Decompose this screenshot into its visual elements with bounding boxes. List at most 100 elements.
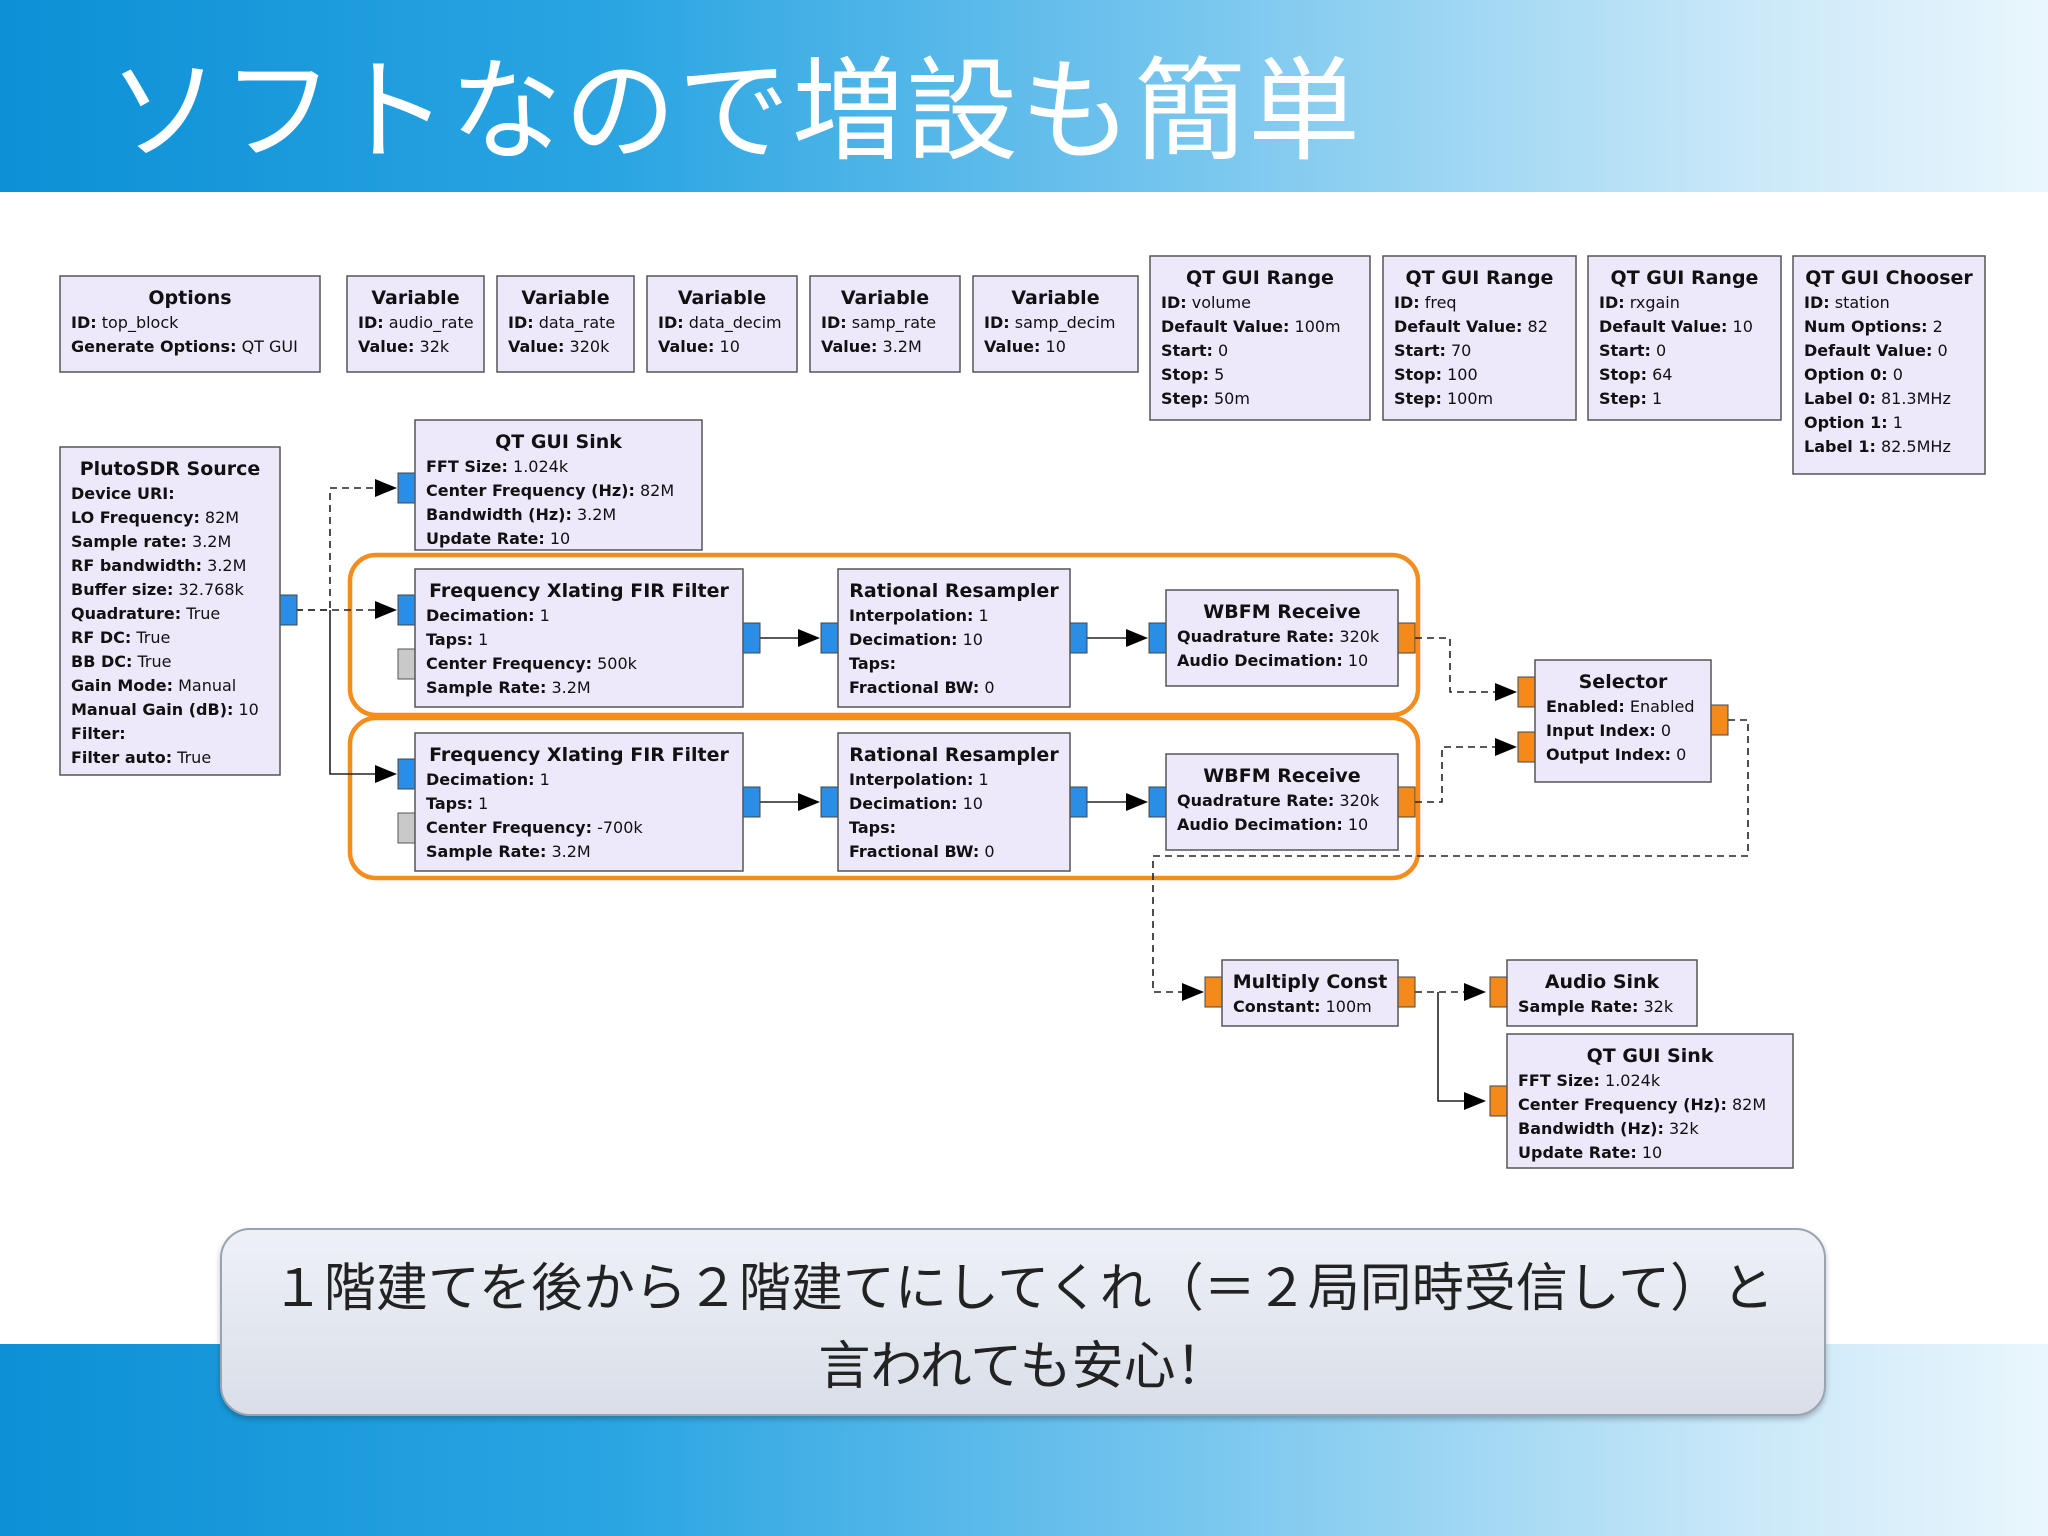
xlating-filter-2-out-port[interactable]: [742, 786, 761, 818]
block-body: [1587, 255, 1782, 421]
selector-in-1-port[interactable]: [1517, 731, 1536, 763]
block-body: [1792, 255, 1986, 475]
block-xlating-filter-2[interactable]: Frequency Xlating FIR FilterDecimation: …: [414, 732, 744, 872]
wbfm-1-out-port[interactable]: [1397, 622, 1416, 654]
block-param: Center Frequency (Hz): 82M: [426, 481, 674, 500]
block-title: Variable: [1011, 287, 1099, 309]
qt-gui-sink-1-in-port[interactable]: [397, 472, 416, 504]
block-param: RF DC: True: [71, 628, 170, 647]
xlating-filter-1-in-port[interactable]: [397, 594, 416, 626]
block-body: [1534, 659, 1712, 783]
wbfm-2-in-port[interactable]: [1148, 786, 1167, 818]
arrow-to-selector-in-1: [1495, 738, 1517, 756]
block-param: FFT Size: 1.024k: [426, 457, 569, 476]
block-body: [1165, 753, 1399, 851]
block-param: Stop: 5: [1161, 365, 1224, 384]
wire-multiply-to-gui-sink-2: [1437, 992, 1466, 1102]
block-param: ID: volume: [1161, 293, 1251, 312]
wbfm-1-in-port[interactable]: [1148, 622, 1167, 654]
arrow-to-wbfm-1: [1126, 629, 1148, 647]
block-param: Value: 3.2M: [821, 337, 922, 356]
block-param: ID: samp_decim: [984, 313, 1115, 333]
block-param: Center Frequency (Hz): 82M: [1518, 1095, 1766, 1114]
selector-out-port[interactable]: [1710, 704, 1729, 736]
block-title: Options: [148, 287, 231, 309]
block-param: Start: 0: [1599, 341, 1666, 360]
block-param: Quadrature: True: [71, 604, 220, 623]
xlating-filter-2-in-port[interactable]: [397, 758, 416, 790]
highlight-rx-path-2: [347, 715, 1421, 881]
xlating-filter-1-out-port[interactable]: [742, 622, 761, 654]
qt-gui-sink-2-in-port[interactable]: [1489, 1085, 1508, 1117]
block-param: Device URI:: [71, 484, 175, 503]
block-param: Start: 0: [1161, 341, 1228, 360]
block-body: [1382, 255, 1577, 421]
resampler-1-out-port[interactable]: [1069, 622, 1088, 654]
block-param: Audio Decimation: 10: [1177, 815, 1368, 834]
block-param: Decimation: 10: [849, 794, 983, 813]
pluto-source-out-port[interactable]: [279, 594, 298, 626]
block-param: Default Value: 0: [1804, 341, 1948, 360]
block-title: Variable: [841, 287, 929, 309]
block-body: [346, 275, 485, 373]
block-title: Frequency Xlating FIR Filter: [429, 580, 729, 602]
block-title: Variable: [678, 287, 766, 309]
block-body: [1221, 959, 1399, 1027]
block-body: [414, 419, 703, 551]
resampler-2-in-port[interactable]: [820, 786, 839, 818]
audio-sink-in-port[interactable]: [1489, 976, 1508, 1008]
block-param: Update Rate: 10: [426, 529, 570, 548]
block-param: Taps:: [849, 654, 896, 673]
wire-wbfm-2-to-selector: [1415, 746, 1496, 803]
block-xlating-filter-1[interactable]: Frequency Xlating FIR FilterDecimation: …: [414, 568, 744, 708]
block-param: FFT Size: 1.024k: [1518, 1071, 1661, 1090]
resampler-2-out-port[interactable]: [1069, 786, 1088, 818]
arrow-to-audio-sink: [1464, 983, 1486, 1001]
block-param: Value: 10: [984, 337, 1066, 356]
block-param: Default Value: 10: [1599, 317, 1753, 336]
block-param: Center Frequency: -700k: [426, 818, 643, 837]
wire-source-to-filter-2: [329, 610, 380, 775]
block-param: Output Index: 0: [1546, 745, 1686, 764]
block-title: Rational Resampler: [849, 744, 1059, 766]
block-param: Audio Decimation: 10: [1177, 651, 1368, 670]
multiply-const-in-port[interactable]: [1204, 976, 1223, 1008]
block-param: Update Rate: 10: [1518, 1143, 1662, 1162]
xlating-filter-1-taps-port[interactable]: [397, 648, 416, 680]
block-param: Taps: 1: [426, 630, 488, 649]
multiply-const-out-port[interactable]: [1397, 976, 1416, 1008]
block-param: Option 0: 0: [1804, 365, 1903, 384]
wbfm-2-out-port[interactable]: [1397, 786, 1416, 818]
block-title: PlutoSDR Source: [80, 458, 261, 480]
selector-in-0-port[interactable]: [1517, 676, 1536, 708]
block-param: Label 1: 82.5MHz: [1804, 437, 1951, 456]
xlating-filter-2-taps-port[interactable]: [397, 812, 416, 844]
block-body: [59, 446, 281, 776]
block-title: Selector: [1579, 671, 1668, 693]
title-banner: [0, 0, 2048, 192]
resampler-1-in-port[interactable]: [820, 622, 839, 654]
block-param: ID: data_decim: [658, 313, 782, 333]
block-body: [972, 275, 1139, 373]
